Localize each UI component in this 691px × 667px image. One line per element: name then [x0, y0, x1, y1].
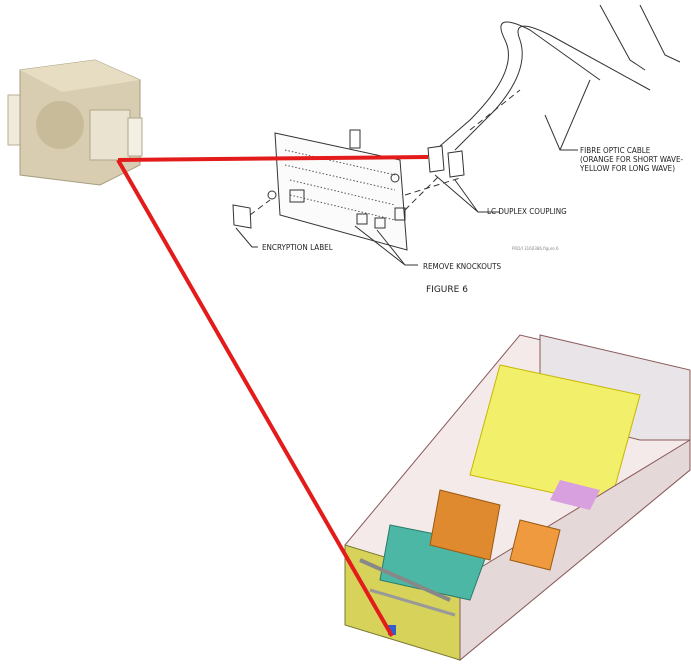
remove-knockouts-label: REMOVE KNOCKOUTS	[423, 262, 502, 271]
enclosure-3d-view	[344, 334, 691, 662]
drawing-reference: PRD/I 3160386.figure.6	[512, 246, 559, 251]
faceplate-drawing	[232, 4, 681, 266]
fibre-cable-label-2: (ORANGE FOR SHORT WAVE-	[580, 155, 684, 164]
fibre-cable-label-1: FIBRE OPTIC CABLE	[580, 146, 651, 155]
callout-lines	[116, 155, 429, 637]
lc-coupler-photo	[7, 59, 143, 186]
encryption-label: ENCRYPTION LABEL	[262, 243, 333, 252]
fibre-cable-label-3: YELLOW FOR LONG WAVE)	[580, 164, 676, 173]
figure-title: FIGURE 6	[426, 285, 468, 295]
lc-coupling-label: LC DUPLEX COUPLING	[487, 207, 567, 216]
